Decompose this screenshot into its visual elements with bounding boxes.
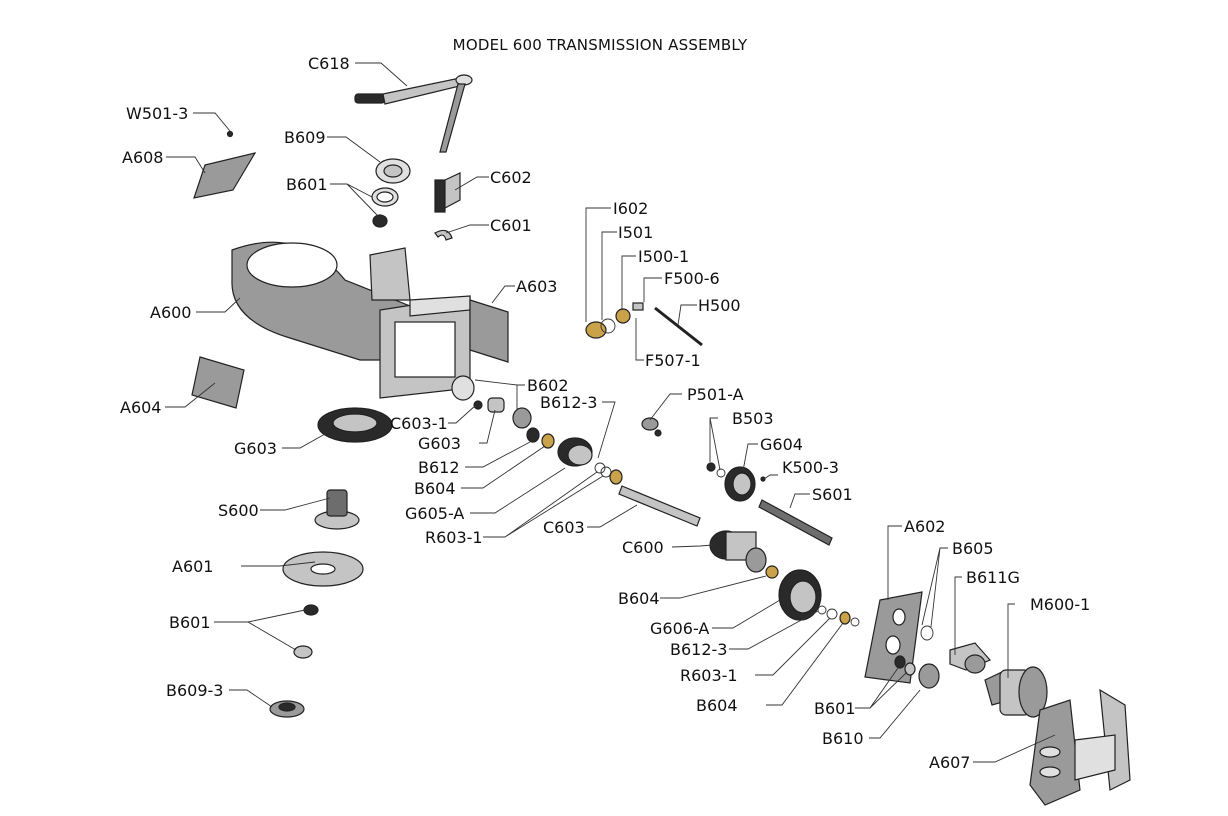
callout-i602[interactable]: I602: [613, 199, 648, 218]
callout-g605-a[interactable]: G605-A: [405, 504, 464, 523]
part-b611g-mount: [949, 642, 992, 674]
callout-g606-a[interactable]: G606-A: [650, 619, 709, 638]
part-w501-3: [226, 130, 234, 138]
callout-f500-6[interactable]: F500-6: [664, 269, 720, 288]
callout-a601[interactable]: A601: [172, 557, 213, 576]
callout-a600[interactable]: A600: [150, 303, 191, 322]
part-c602-bracket: [434, 172, 461, 213]
part-i501-spring: [600, 318, 616, 334]
callout-i501[interactable]: I501: [618, 223, 653, 242]
diagram-title: MODEL 600 TRANSMISSION ASSEMBLY: [452, 36, 748, 54]
callout-b604-upper[interactable]: B604: [414, 479, 456, 498]
callout-f507-1[interactable]: F507-1: [645, 351, 701, 370]
callout-m600-1[interactable]: M600-1: [1030, 595, 1090, 614]
callout-b601-right[interactable]: B601: [814, 699, 856, 718]
part-a602-plate: [864, 591, 923, 684]
callout-b602[interactable]: B602: [527, 376, 569, 395]
part-m600-1-motor: [984, 666, 1048, 718]
callout-b610[interactable]: B610: [822, 729, 864, 748]
callout-g604[interactable]: G604: [760, 435, 803, 454]
callout-h500[interactable]: H500: [698, 296, 741, 315]
callout-c618[interactable]: C618: [308, 54, 350, 73]
part-g604-gear: [724, 466, 756, 502]
part-p501-a: [641, 417, 662, 437]
callout-a608[interactable]: A608: [122, 148, 163, 167]
callout-c600[interactable]: C600: [622, 538, 664, 557]
part-s601-shaft: [758, 499, 833, 546]
part-a601-plate: [282, 551, 364, 587]
callout-b604-lower[interactable]: B604: [696, 696, 738, 715]
part-b601-bearing-top: [371, 187, 399, 228]
callout-c601[interactable]: C601: [490, 216, 532, 235]
part-r603-1-rings: [594, 462, 623, 485]
part-g605-a-clutch: [557, 437, 593, 467]
part-k500-3: [760, 476, 766, 482]
callout-a607[interactable]: A607: [929, 753, 970, 772]
part-b609-3-cap: [269, 700, 305, 718]
part-i602-washer: [585, 321, 607, 339]
part-s600-sprocket: [314, 489, 360, 530]
callout-p501-a[interactable]: P501-A: [687, 385, 744, 404]
callout-a604[interactable]: A604: [120, 398, 161, 417]
part-a604-cover: [191, 356, 245, 409]
callout-b612-3-upper[interactable]: B612-3: [540, 393, 597, 412]
callout-r603-1-lower[interactable]: R603-1: [680, 666, 738, 685]
callout-s601[interactable]: S601: [812, 485, 853, 504]
leader-lines: [165, 62, 1056, 763]
callout-g603-ring[interactable]: G603: [234, 439, 277, 458]
callout-a603[interactable]: A603: [516, 277, 557, 296]
callout-g603-pinion[interactable]: G603: [418, 434, 461, 453]
callout-c603[interactable]: C603: [543, 518, 585, 537]
callout-r603-1-upper[interactable]: R603-1: [425, 528, 483, 547]
part-b602-bearing: [451, 375, 532, 429]
part-b604-washer-1: [541, 433, 555, 449]
part-c600-clutch-drum: [709, 530, 767, 573]
part-b612: [526, 427, 540, 443]
part-a608-cover: [193, 152, 257, 199]
callout-c602[interactable]: C602: [490, 168, 532, 187]
callout-c603-1[interactable]: C603-1: [390, 414, 448, 433]
part-g606-a-gear: [778, 569, 822, 621]
part-b609-cap: [375, 158, 411, 184]
callout-b601-left[interactable]: B601: [169, 613, 211, 632]
part-i500-1: [615, 308, 631, 324]
part-b503-bearings: [706, 462, 726, 478]
part-h500-rod: [654, 306, 703, 347]
part-a607-bracket: [1029, 688, 1131, 806]
callout-labels: C618 W501-3 B609 A608 B601 C602 C601 I60…: [120, 54, 1090, 772]
part-b601-race-left: [293, 645, 313, 659]
callout-b605[interactable]: B605: [952, 539, 994, 558]
part-c603-1: [473, 400, 483, 410]
callout-b503[interactable]: B503: [732, 409, 774, 428]
callout-a602[interactable]: A602: [904, 517, 945, 536]
part-c618-lever: [354, 74, 473, 153]
callout-b601-top[interactable]: B601: [286, 175, 328, 194]
part-b610-cap: [918, 663, 940, 689]
callout-k500-3[interactable]: K500-3: [782, 458, 839, 477]
part-f500-6: [632, 302, 644, 311]
part-r603-1-rings-2: [817, 605, 860, 627]
callout-b609[interactable]: B609: [284, 128, 326, 147]
callout-w501-3[interactable]: W501-3: [126, 104, 188, 123]
part-c603-shaft: [618, 485, 701, 527]
part-a600-housing: [231, 241, 471, 399]
callout-b611g[interactable]: B611G: [966, 568, 1020, 587]
part-b601-race-right: [904, 662, 916, 676]
callout-b612-3-lower[interactable]: B612-3: [670, 640, 727, 659]
part-b604-washer-2: [765, 565, 779, 579]
part-b601-bearing-right: [894, 655, 906, 669]
callout-b612[interactable]: B612: [418, 458, 460, 477]
part-g603-pinion: [487, 397, 505, 413]
callout-s600[interactable]: S600: [218, 501, 259, 520]
part-b605-seal: [920, 625, 934, 641]
part-b601-bearing-left: [303, 604, 319, 616]
callout-b609-3[interactable]: B609-3: [166, 681, 223, 700]
callout-b604-middle[interactable]: B604: [618, 589, 660, 608]
callout-i500-1[interactable]: I500-1: [638, 247, 689, 266]
part-g603-ring-gear: [317, 407, 393, 443]
part-a603-cover: [469, 299, 509, 363]
